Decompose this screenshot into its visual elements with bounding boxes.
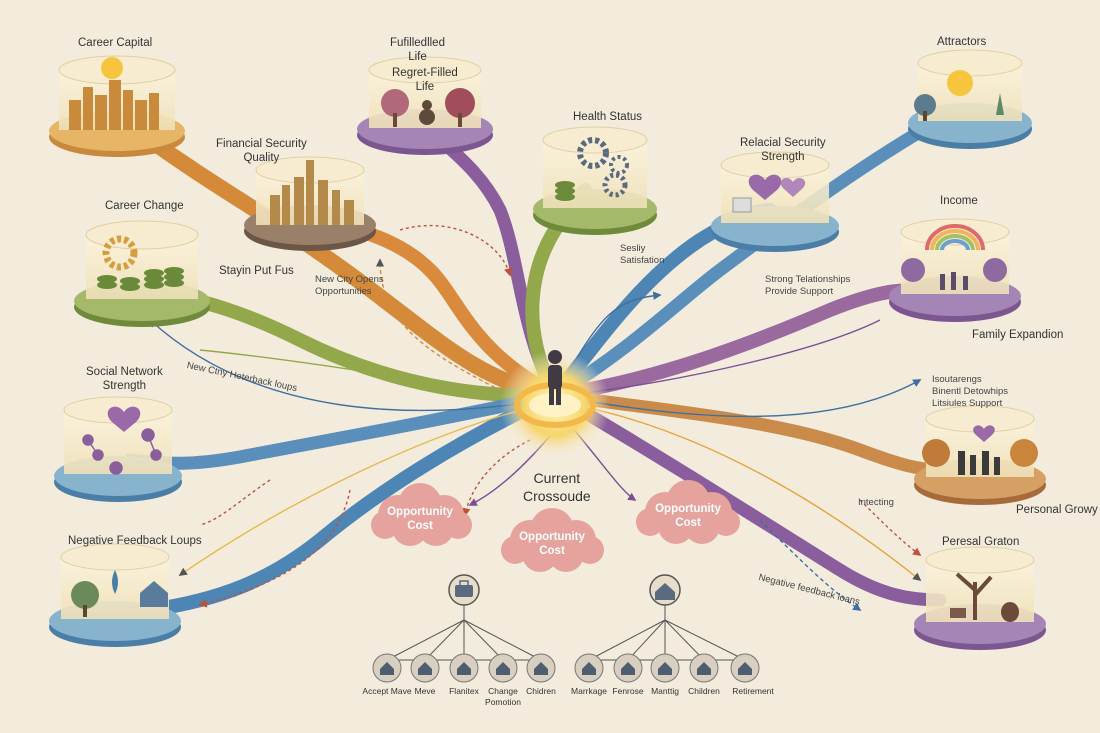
- platform-financial-security: [244, 156, 376, 251]
- road-purple-growth: [548, 388, 947, 607]
- house-icon-glyph: [496, 662, 510, 675]
- people-icon-glyph: [621, 662, 635, 675]
- child-icon-glyph: [534, 662, 548, 675]
- house-icon-glyph: [582, 662, 596, 675]
- rainbow-icon: [925, 224, 985, 251]
- truck-icon-glyph: [418, 662, 432, 675]
- heart-icon: [973, 425, 995, 442]
- platform-isolation: [914, 405, 1046, 505]
- tree-left-leaf-label: Meve: [414, 686, 436, 696]
- gear-icon: [577, 137, 609, 169]
- opportunity-cost-text: Opportunity Cost: [519, 531, 585, 558]
- road-purple-income: [548, 283, 927, 402]
- label-family-expansion: Family Expandion: [972, 329, 1064, 341]
- road-blue-attractors: [548, 113, 947, 402]
- label-strong-relationships: Strong Telationships Provide Support: [765, 274, 851, 297]
- label-regret-filled-life: Regret-Filled Life: [392, 67, 458, 94]
- label-relational-security: Relacial Security Strength: [740, 137, 826, 164]
- label-isolation: Isoutarengs Binentl Detowhips Litsiules …: [932, 374, 1009, 409]
- label-interacting: Intecting: [858, 497, 894, 508]
- tree-left-leaf-label: Flanitex: [449, 686, 479, 696]
- platform-health-status: [533, 126, 657, 235]
- people-icon-glyph: [457, 662, 471, 675]
- sun-icon: [947, 70, 973, 96]
- label-personal-growth-right: Personal Growy: [1016, 504, 1098, 516]
- person-icon: [548, 350, 562, 405]
- tree-left-leaf-label: Accept Mave: [362, 686, 412, 696]
- label-stay-put: Stayin Put Fus: [219, 265, 294, 277]
- opportunity-cost-cloud: [371, 483, 472, 546]
- road-blue-social: [123, 388, 562, 470]
- tree-right-leaf-label: Fenrose: [612, 686, 644, 696]
- gear-icon-glyph: [738, 662, 752, 675]
- platform-negative-feedback: [49, 543, 181, 647]
- tree-right-leaf-label: Children: [688, 686, 720, 696]
- platform-social-network: [54, 396, 182, 502]
- label-new-city: New City Opens Opportunities: [315, 274, 384, 297]
- current-crossroads-center: [500, 350, 610, 460]
- platform-fulfilled-life: [357, 56, 493, 155]
- platform-personal-growth: [914, 546, 1046, 650]
- opportunity-cost-text: Opportunity Cost: [387, 506, 453, 533]
- head-icon-glyph: [697, 662, 711, 675]
- heart-icon: [780, 178, 806, 197]
- tree-left-leaf-label: Change Pomotion: [485, 686, 521, 708]
- platform-income: [889, 218, 1021, 322]
- platform-career-change: [74, 220, 210, 327]
- label-financial-security: Financial Security Quality: [216, 138, 307, 165]
- house-icon-glyph: [380, 662, 394, 675]
- tree-right-leaf-label: Marrkage: [571, 686, 607, 696]
- label-personal-growth: Peresal Graton: [942, 536, 1020, 548]
- label-health-status: Health Status: [573, 111, 643, 123]
- decision-tree-left: [386, 605, 542, 661]
- gear-icon: [102, 235, 138, 271]
- opportunity-cost-clouds: [371, 480, 740, 572]
- label-current-crossroads: Current Crossoude: [523, 470, 591, 504]
- label-fulfilled-life: Fufilledlled Life: [390, 37, 445, 64]
- platform-attractors: [908, 49, 1032, 149]
- label-social-network: Social Network Strength: [86, 366, 163, 393]
- heart-icon: [748, 174, 782, 200]
- label-career-capital: Career Capital: [78, 37, 153, 49]
- road-orange-career-capital: [142, 132, 563, 403]
- sun-icon: [101, 57, 123, 79]
- decision-leaves: [372, 653, 760, 683]
- road-orange-family: [548, 388, 947, 477]
- opportunity-cost-cloud: [636, 480, 740, 544]
- tree-left-leaf-label: Chidren: [526, 686, 556, 696]
- decision-tree-right: [588, 605, 746, 661]
- house-icon: [140, 581, 168, 607]
- platform-career-capital: [49, 55, 185, 157]
- tree-right-leaf-label: Manttig: [651, 686, 679, 696]
- family-icon-glyph: [658, 662, 672, 675]
- label-career-change: Career Change: [105, 200, 184, 212]
- label-income: Income: [940, 195, 978, 207]
- platforms: [49, 49, 1046, 650]
- label-social-satisfaction: Sesliy Satisfation: [620, 243, 665, 266]
- platform-relational-security: [711, 151, 839, 252]
- heart-icon: [107, 406, 141, 432]
- tree-right-leaf-label: Retirement: [732, 686, 774, 696]
- opportunity-cost-cloud: [501, 508, 604, 572]
- label-negative-feedback: Negative Feedback Loups: [68, 535, 202, 547]
- label-attractors: Attractors: [937, 36, 987, 48]
- opportunity-cost-text: Opportunity Cost: [655, 503, 721, 530]
- road-blue-negative: [143, 388, 562, 617]
